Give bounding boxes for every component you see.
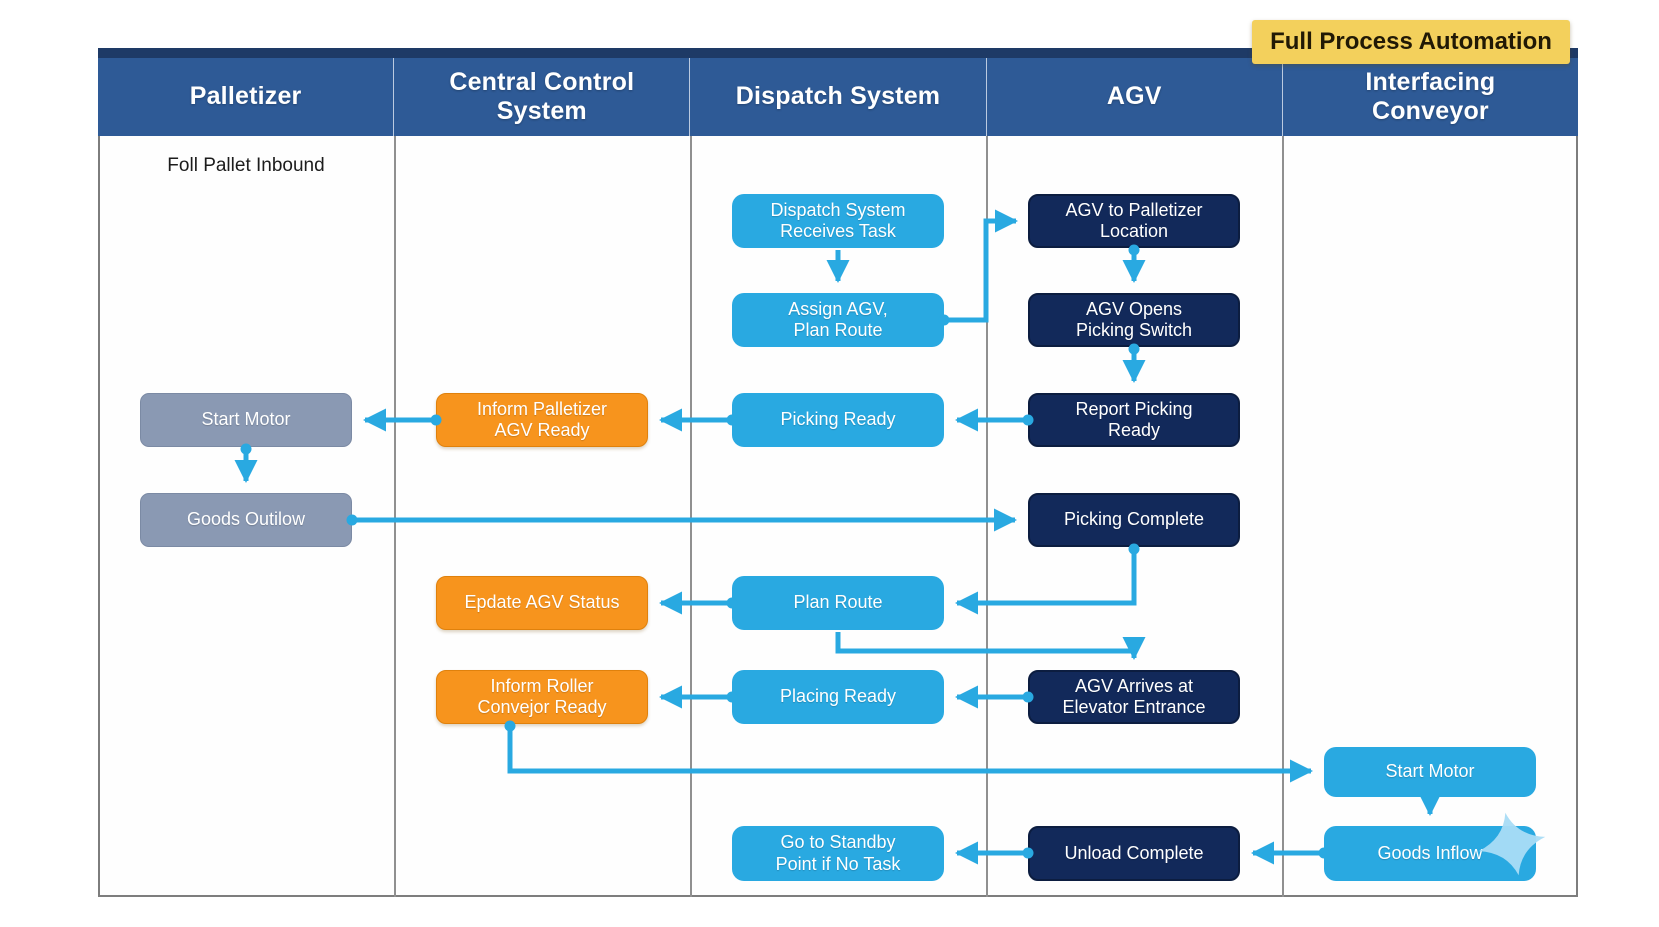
node-goods-inflow: Goods Inflow	[1324, 826, 1536, 881]
node-agv-to-palletizer-location: AGV to Palletizer Location	[1028, 194, 1240, 248]
node-agv-opens-picking-switch: AGV Opens Picking Switch	[1028, 293, 1240, 347]
node-inform-roller-conveyor-ready: Inform Roller Convejor Ready	[436, 670, 648, 724]
node-dispatch-system-receives-task: Dispatch System Receives Task	[732, 194, 944, 248]
node-label: Start Motor	[1385, 761, 1475, 782]
node-label: Plan Route	[793, 592, 883, 613]
node-label: Placing Ready	[779, 686, 897, 707]
node-label: Unload Complete	[1064, 842, 1204, 863]
node-picking-complete: Picking Complete	[1028, 493, 1240, 547]
pallet-inbound-note: Foll Pallet Inbound	[167, 155, 325, 176]
lane-divider	[690, 136, 692, 897]
node-label: Epdate AGV Status	[464, 592, 620, 613]
lane-header-dispatch: Dispatch System	[690, 58, 987, 136]
node-label: Start Motor	[201, 409, 291, 430]
lane-header-palletizer: Palletizer	[98, 58, 395, 136]
node-label: Inform Roller Convejor Ready	[477, 675, 607, 717]
node-label: AGV Opens Picking Switch	[1075, 298, 1193, 340]
node-report-picking-ready: Report Picking Ready	[1028, 393, 1240, 447]
node-label: Picking Complete	[1063, 509, 1205, 530]
node-label: Goods Inflow	[1377, 842, 1483, 863]
node-label: Report Picking Ready	[1075, 398, 1193, 440]
node-unload-complete: Unload Complete	[1028, 826, 1240, 881]
node-assign-agv-plan-route: Assign AGV, Plan Route	[732, 293, 944, 347]
node-start-motor-conveyor: Start Motor	[1324, 747, 1536, 797]
node-label: Goods Outilow	[186, 509, 306, 530]
node-label: Inform Palletizer AGV Ready	[476, 398, 608, 440]
lane-divider	[394, 136, 396, 897]
node-agv-arrives-at-elevator-entrance: AGV Arrives at Elevator Entrance	[1028, 670, 1240, 724]
title-badge-label: Full Process Automation	[1270, 28, 1552, 55]
node-label: Dispatch System Receives Task	[770, 199, 906, 241]
node-start-motor-palletizer: Start Motor	[140, 393, 352, 447]
node-picking-ready: Picking Ready	[732, 393, 944, 447]
lane-header-agv: AGV	[987, 58, 1283, 136]
node-label: Assign AGV, Plan Route	[788, 298, 888, 340]
node-label: AGV Arrives at Elevator Entrance	[1062, 675, 1206, 717]
lane-header-central-control: Central Control System	[394, 58, 691, 136]
lane-label: Palletizer	[189, 82, 302, 111]
lane-label: AGV	[1106, 82, 1162, 111]
lane-header-interfacing-conveyor: Interfacing Conveyor	[1283, 58, 1578, 136]
node-goods-outflow: Goods Outilow	[140, 493, 352, 547]
node-inform-palletizer-agv-ready: Inform Palletizer AGV Ready	[436, 393, 648, 447]
node-label: Picking Ready	[780, 409, 896, 430]
lane-label: Dispatch System	[735, 82, 941, 111]
node-update-agv-status: Epdate AGV Status	[436, 576, 648, 630]
node-label: Go to Standby Point if No Task	[775, 832, 901, 874]
node-go-to-standby-point: Go to Standby Point if No Task	[732, 826, 944, 881]
title-badge: Full Process Automation	[1252, 20, 1570, 64]
node-plan-route: Plan Route	[732, 576, 944, 630]
lane-label: Interfacing Conveyor	[1365, 67, 1496, 126]
lane-divider	[986, 136, 988, 897]
lane-label: Central Control System	[449, 67, 635, 126]
node-label: AGV to Palletizer Location	[1065, 199, 1203, 241]
lane-divider	[1282, 136, 1284, 897]
node-placing-ready: Placing Ready	[732, 670, 944, 724]
